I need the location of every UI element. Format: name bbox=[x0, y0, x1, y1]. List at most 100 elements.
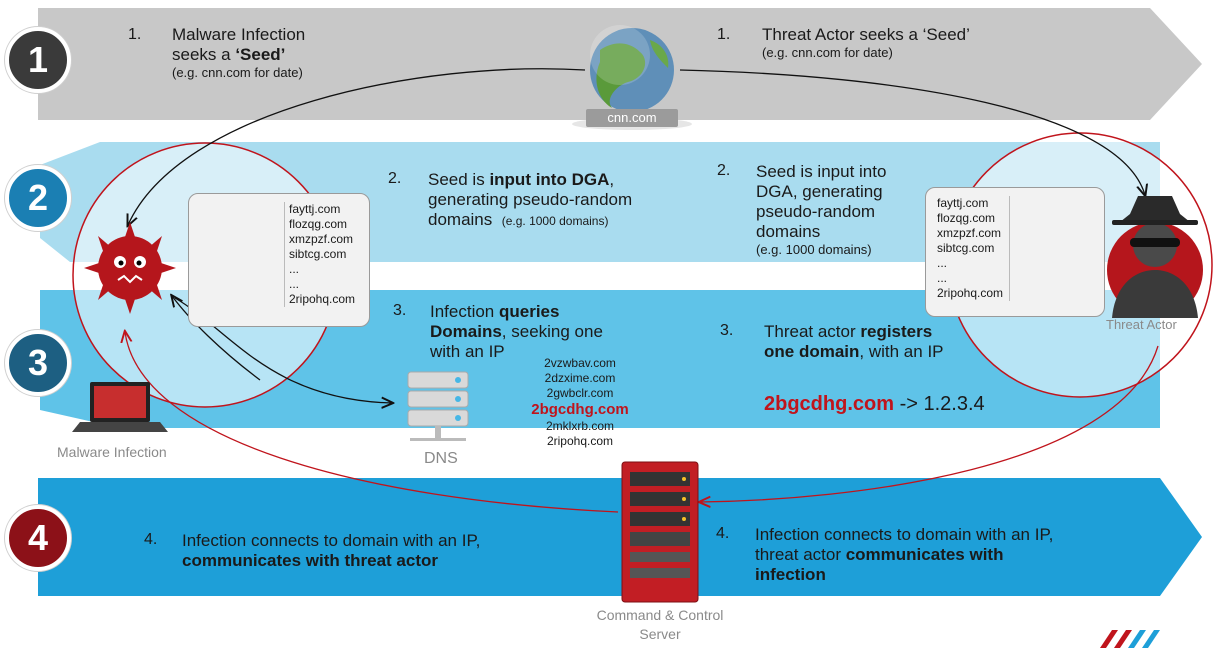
dns-query-list: 2vzwbav.com 2dzxime.com 2gwbclr.com 2bgc… bbox=[520, 356, 640, 449]
step4-right-number: 4. bbox=[716, 525, 730, 542]
step4-right-line2: threat actor communicates with bbox=[755, 545, 1053, 565]
step3-left-line2: Domains, seeking one bbox=[430, 322, 603, 342]
step2-left-line3-text: domains bbox=[428, 210, 493, 229]
arrow-seed-to-actor bbox=[679, 69, 1145, 195]
step3-left-text: Infection queries Domains, seeking one w… bbox=[430, 302, 603, 362]
step1-right-text: Threat Actor seeks a ‘Seed’ (e.g. cnn.co… bbox=[762, 25, 970, 61]
malware-infection-label: Malware Infection bbox=[57, 444, 167, 460]
domain-item: flozqg.com bbox=[937, 211, 996, 225]
domain-item: ... bbox=[289, 262, 300, 276]
step2-right-line2: DGA, generating bbox=[756, 182, 883, 201]
step2-right-line3: pseudo-random bbox=[756, 202, 876, 221]
step4-right-text: Infection connects to domain with an IP,… bbox=[755, 525, 1053, 585]
step-badge-1: 1 bbox=[5, 27, 71, 93]
arrow-dns-to-malware bbox=[172, 296, 261, 381]
step3-right-line1: Threat actor registers bbox=[764, 322, 944, 342]
step3-right-registers: registers bbox=[860, 322, 933, 341]
step-badge-4: 4 bbox=[5, 505, 71, 571]
registered-ip: -> 1.2.3.4 bbox=[894, 393, 985, 415]
step2-left-bold: input into DGA bbox=[489, 170, 610, 189]
step3-right-text: Threat actor registers one domain, with … bbox=[764, 322, 944, 362]
step3-left-line1: Infection queries bbox=[430, 302, 603, 322]
step1-left-line2: seeks a ‘Seed’ bbox=[172, 45, 305, 65]
step4-right-line2-pre: threat actor bbox=[755, 545, 846, 564]
arrow-cnc-to-malware bbox=[125, 332, 619, 513]
step2-left-pre: Seed is bbox=[428, 170, 490, 189]
arrow-actor-to-cnc bbox=[700, 345, 1159, 502]
domain-item: 2ripohq.com bbox=[289, 292, 356, 306]
domain-item: fayttj.com bbox=[289, 202, 341, 216]
step3-left-line1-pre: Infection bbox=[430, 302, 499, 321]
domain-item: 2ripohq.com bbox=[937, 286, 1004, 300]
step3-right-line2-post: , with an IP bbox=[859, 342, 944, 361]
dns-query-item: 2mklxrb.com bbox=[545, 419, 614, 433]
step2-left-text: Seed is input into DGA, generating pseud… bbox=[428, 170, 632, 231]
seed-label: cnn.com bbox=[607, 110, 657, 125]
step3-left-line3: with an IP bbox=[430, 342, 505, 361]
step4-right-infection: infection bbox=[755, 565, 826, 584]
step1-left-example: (e.g. cnn.com for date) bbox=[172, 65, 303, 80]
step2-left-number: 2. bbox=[388, 170, 402, 187]
step3-right-number: 3. bbox=[720, 322, 734, 339]
dns-server-icon bbox=[407, 371, 469, 441]
step3-left-queries: queries bbox=[499, 302, 560, 321]
step-badge-3: 3 bbox=[5, 330, 71, 396]
step4-left-bold: communicates with threat actor bbox=[182, 551, 439, 570]
step4-left-number: 4. bbox=[144, 531, 158, 548]
cnc-label-line1: Command & Control bbox=[596, 607, 724, 623]
step3-right-line2: one domain, with an IP bbox=[764, 342, 944, 362]
malware-virus-icon bbox=[84, 222, 176, 314]
domain-item: xmzpzf.com bbox=[289, 232, 354, 246]
step1-right-line1: Threat Actor seeks a ‘Seed’ bbox=[762, 25, 970, 44]
dga-domain-list-right: fayttj.com flozqg.com xmzpzf.com sibtcg.… bbox=[937, 196, 1011, 301]
domain-item: sibtcg.com bbox=[289, 247, 347, 261]
cnc-label: Command & Control Server bbox=[580, 606, 740, 644]
dns-query-hit: 2bgcdhg.com bbox=[531, 401, 629, 418]
threat-actor-label: Threat Actor bbox=[1106, 317, 1177, 332]
dga-box-left bbox=[188, 193, 370, 327]
cnc-label-line2: Server bbox=[639, 626, 681, 642]
dns-label: DNS bbox=[424, 450, 458, 467]
step4-left-line1: Infection connects to domain with an IP, bbox=[182, 531, 481, 550]
registered-domain-record: 2bgcdhg.com -> 1.2.3.4 bbox=[764, 393, 985, 416]
step2-right-line1: Seed is input into bbox=[756, 162, 887, 181]
domain-item: ... bbox=[289, 277, 300, 291]
step4-right-line3: infection bbox=[755, 565, 1053, 585]
step2-left-post: , bbox=[609, 170, 615, 189]
step1-right-number: 1. bbox=[717, 26, 731, 43]
step3-right-one-domain: one domain bbox=[764, 342, 860, 361]
domain-item: ... bbox=[937, 271, 948, 285]
step1-left-line1: Malware Infection bbox=[172, 25, 306, 44]
dga-box-right bbox=[925, 187, 1105, 317]
step-badge-2: 2 bbox=[5, 165, 71, 231]
dns-query-item: 2ripohq.com bbox=[546, 434, 614, 448]
brand-logo-mark bbox=[1100, 630, 1160, 648]
step4-right-bold: communicates with bbox=[845, 545, 1004, 564]
threat-actor-icon bbox=[1107, 196, 1203, 318]
dga-domain-list-left: fayttj.com flozqg.com xmzpzf.com sibtcg.… bbox=[284, 202, 355, 307]
domain-item: fayttj.com bbox=[937, 196, 989, 210]
dns-query-item: 2vzwbav.com bbox=[544, 356, 616, 370]
step4-right-line1: Infection connects to domain with an IP, bbox=[755, 525, 1054, 544]
registered-domain: 2bgcdhg.com bbox=[764, 393, 895, 415]
laptop-icon bbox=[72, 382, 168, 432]
step3-left-line2-post: , seeking one bbox=[501, 322, 603, 341]
step1-left-seed: ‘Seed’ bbox=[235, 45, 286, 64]
step2-right-example: (e.g. 1000 domains) bbox=[756, 242, 872, 257]
step4-left-line2: communicates with threat actor bbox=[182, 551, 480, 571]
seed-label-bg bbox=[586, 109, 678, 127]
step2-right-number: 2. bbox=[717, 162, 731, 179]
step3-right-line1-pre: Threat actor bbox=[764, 322, 861, 341]
step1-left-line2-pre: seeks a bbox=[172, 45, 236, 64]
step2-left-example: (e.g. 1000 domains) bbox=[501, 214, 609, 228]
step2-left-line3: domains (e.g. 1000 domains) bbox=[428, 210, 632, 231]
cnc-server-icon bbox=[621, 461, 699, 603]
domain-item: xmzpzf.com bbox=[937, 226, 1002, 240]
domain-item: flozqg.com bbox=[289, 217, 348, 231]
step1-left-number: 1. bbox=[128, 26, 142, 43]
band-step-4 bbox=[38, 478, 1202, 596]
dns-query-item: 2gwbclr.com bbox=[546, 386, 614, 400]
step2-right-text: Seed is input into DGA, generating pseud… bbox=[756, 162, 886, 258]
step2-left-line2: generating pseudo-random bbox=[428, 190, 633, 209]
step4-left-text: Infection connects to domain with an IP,… bbox=[182, 531, 480, 571]
